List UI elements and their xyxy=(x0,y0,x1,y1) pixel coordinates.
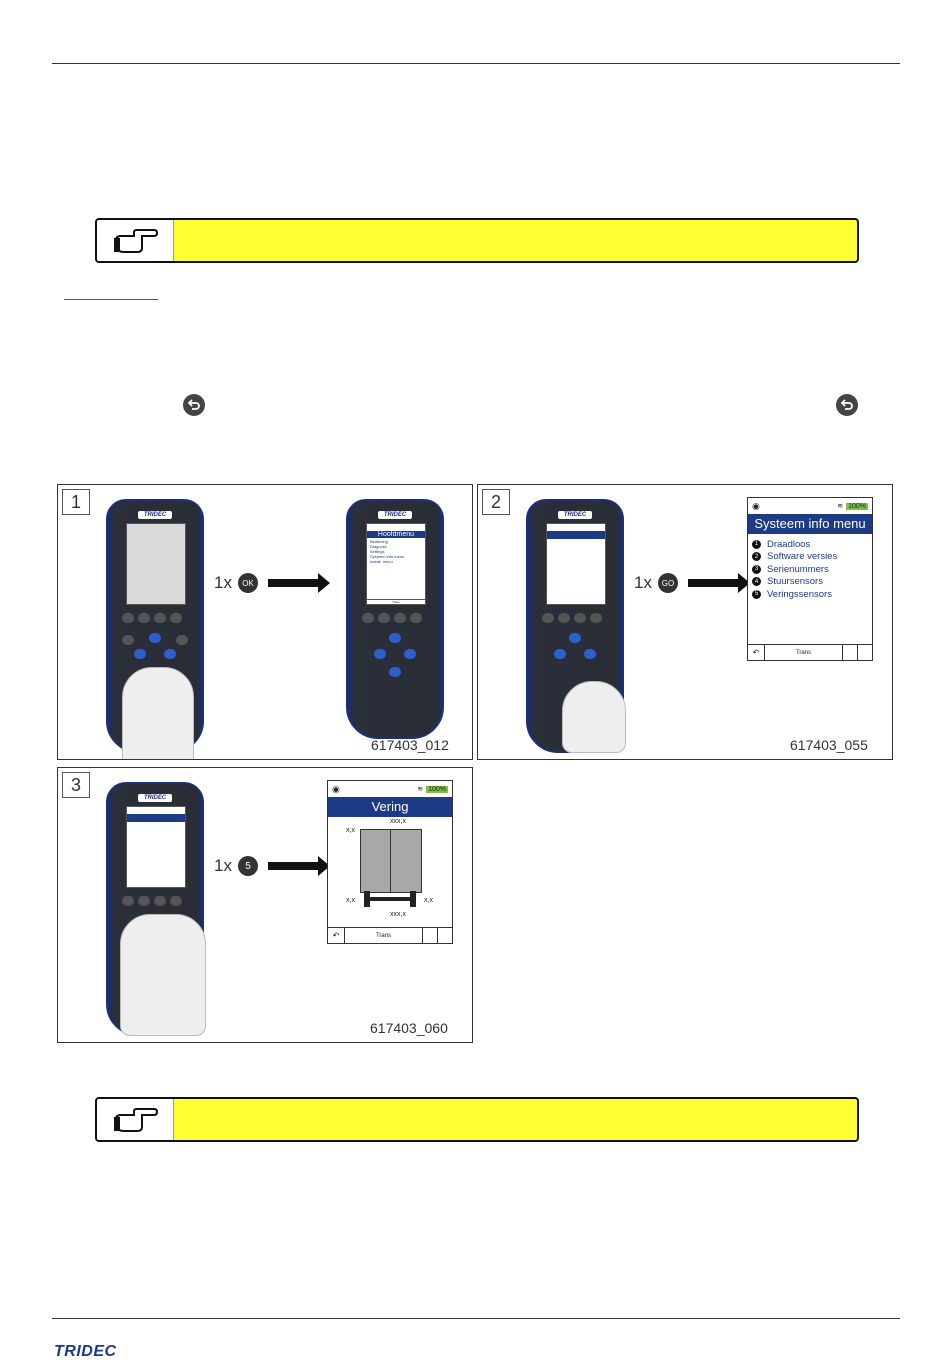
arrow-right-icon xyxy=(267,573,330,593)
note-box xyxy=(95,218,859,263)
status-bar: ◉ ≋ 100% xyxy=(748,498,872,514)
keypad xyxy=(540,613,610,703)
device-screen xyxy=(126,523,186,605)
handheld-device: TRIDEC xyxy=(526,499,626,753)
device-status-icon: ◉ xyxy=(332,783,340,794)
screen-vering: ◉ ≋ 100% Vering xxx,x x,x x,x x,x xxx,x … xyxy=(327,780,453,944)
device-brand: TRIDEC xyxy=(138,794,172,802)
battery-badge: 100% xyxy=(846,502,868,510)
handheld-device: TRIDEC xyxy=(106,782,206,1036)
screen-footer: ↶ Trans xyxy=(748,644,872,660)
figure-panel-3: 3 TRIDEC 1x 5 ◉ ≋ 100% Vering xxx,x x,x xyxy=(57,767,473,1043)
device-screen xyxy=(546,523,606,605)
press-count: 1x xyxy=(214,856,232,875)
wifi-icon: ≋ xyxy=(837,503,844,510)
figure-panel-2: 2 TRIDEC 1x GO ◉ ≋ 100% Systeem info men… xyxy=(477,484,893,760)
angle-value-top: xxx,x xyxy=(390,818,406,825)
go-key-icon: GO xyxy=(657,573,678,593)
screen-title xyxy=(547,531,605,539)
figure-panel-1: 1 TRIDEC 1x OK TRIDEC Hoofdmenu Bedienin… xyxy=(57,484,473,760)
tridec-logo: TRIDEC xyxy=(54,1343,117,1360)
device-brand: TRIDEC xyxy=(138,511,172,519)
figure-id: 617403_060 xyxy=(370,1020,448,1036)
link-underline[interactable] xyxy=(64,299,158,300)
press-instruction: 1x GO xyxy=(634,573,750,593)
left-bottom-value: x,x xyxy=(346,897,355,904)
keypad xyxy=(120,613,190,703)
wheel xyxy=(410,891,416,907)
hand-illustration xyxy=(120,914,206,1036)
screen-footer: ↶ Trans xyxy=(328,927,452,943)
back-icon xyxy=(836,394,858,416)
arrow-right-icon xyxy=(687,573,750,593)
trailer-diagram: xxx,x x,x x,x x,x xxx,x xyxy=(328,817,452,927)
back-icon: ↶ xyxy=(748,645,765,660)
step-number: 3 xyxy=(62,772,90,798)
axle xyxy=(368,897,412,901)
figure-id: 617403_055 xyxy=(790,737,868,753)
note-box xyxy=(95,1097,859,1142)
wifi-icon: ≋ xyxy=(417,786,424,793)
footer-label: Trans xyxy=(765,645,843,660)
trailer-body xyxy=(360,829,422,893)
screen-title: Vering xyxy=(328,797,452,817)
screen-title: Systeem info menu xyxy=(748,514,872,534)
step-number: 1 xyxy=(62,489,90,515)
figure-id: 617403_012 xyxy=(371,737,449,753)
device-brand: TRIDEC xyxy=(378,511,412,519)
status-bar: ◉ ≋ 100% xyxy=(328,781,452,797)
pointing-hand-icon xyxy=(97,220,174,261)
press-instruction: 1x OK xyxy=(214,573,330,593)
back-icon xyxy=(183,394,205,416)
screen-title xyxy=(127,814,185,822)
battery-badge: 100% xyxy=(426,785,448,793)
back-icon: ↶ xyxy=(328,928,345,943)
header-rule xyxy=(52,63,900,64)
right-bottom-value: x,x xyxy=(424,897,433,904)
hand-illustration xyxy=(562,681,626,753)
press-count: 1x xyxy=(634,573,652,592)
arrow-right-icon xyxy=(267,856,330,876)
footer-rule xyxy=(52,1318,900,1319)
keypad xyxy=(360,613,430,703)
keypad xyxy=(120,896,190,986)
number-5-key-icon: 5 xyxy=(237,856,258,876)
ok-key-icon: OK xyxy=(237,573,258,593)
step-number: 2 xyxy=(482,489,510,515)
device-screen xyxy=(126,806,186,888)
screen-title: Hoofdmenu xyxy=(367,531,425,538)
footer-label: Trans xyxy=(345,928,423,943)
angle-value-bottom: xxx,x xyxy=(390,911,406,918)
press-instruction: 1x 5 xyxy=(214,856,330,876)
left-top-value: x,x xyxy=(346,827,355,834)
hand-illustration xyxy=(122,667,194,759)
pointing-hand-icon xyxy=(97,1099,174,1140)
handheld-device: TRIDEC xyxy=(106,499,204,759)
device-brand: TRIDEC xyxy=(558,511,592,519)
screen-footer: Trans xyxy=(367,599,425,604)
device-status-icon: ◉ xyxy=(752,500,760,511)
wheel xyxy=(364,891,370,907)
press-count: 1x xyxy=(214,573,232,592)
